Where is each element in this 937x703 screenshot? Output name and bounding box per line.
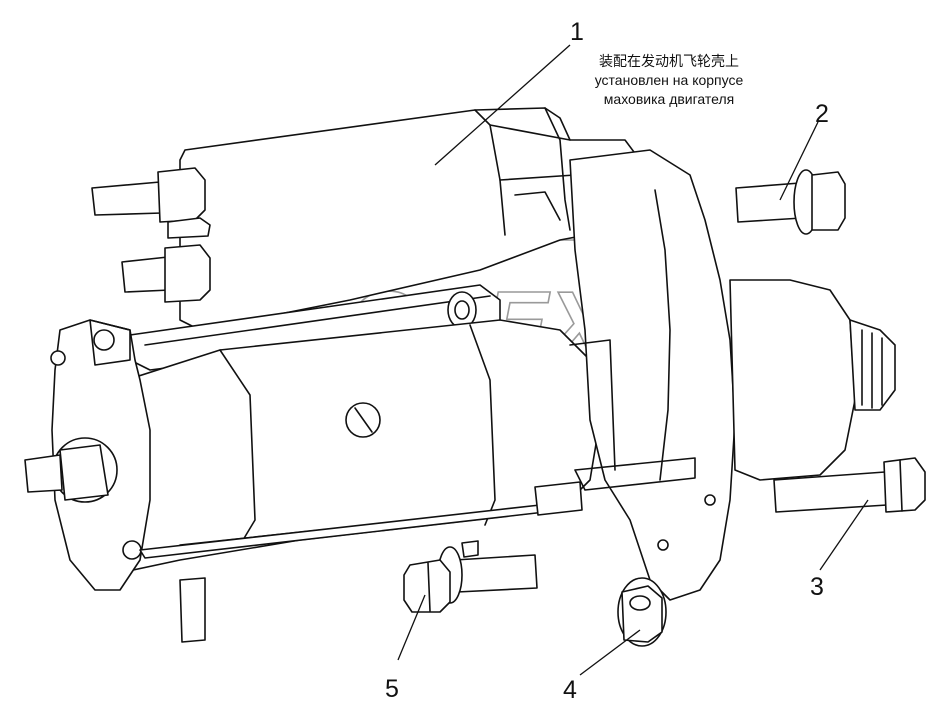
leader-1: [434, 44, 571, 166]
leader-2: [779, 121, 819, 201]
stud-bolt: [403, 540, 538, 613]
leader-4: [579, 629, 641, 676]
long-bolt: [773, 457, 926, 513]
starter-motor: [24, 107, 896, 643]
callout-numbers: 1 2 3 4 5: [385, 18, 829, 703]
note-line-ru-2: маховика двигателя: [603, 91, 735, 107]
callout-3: 3: [810, 573, 824, 601]
mounting-note: 装配在发动机飞轮壳上 установлен на корпусе маховик…: [540, 52, 798, 109]
callout-5: 5: [385, 675, 399, 703]
callout-4: 4: [563, 676, 577, 703]
leader-3: [819, 499, 869, 571]
callout-1: 1: [570, 18, 584, 46]
callout-2: 2: [815, 100, 829, 128]
flange-nut: [617, 577, 667, 647]
leader-lines: [397, 44, 869, 676]
short-bolt-with-flange: [735, 169, 846, 235]
note-line-zh: 装配在发动机飞轮壳上: [599, 53, 739, 69]
note-line-ru-1: установлен на корпусе: [594, 72, 744, 88]
leader-5: [397, 594, 426, 661]
